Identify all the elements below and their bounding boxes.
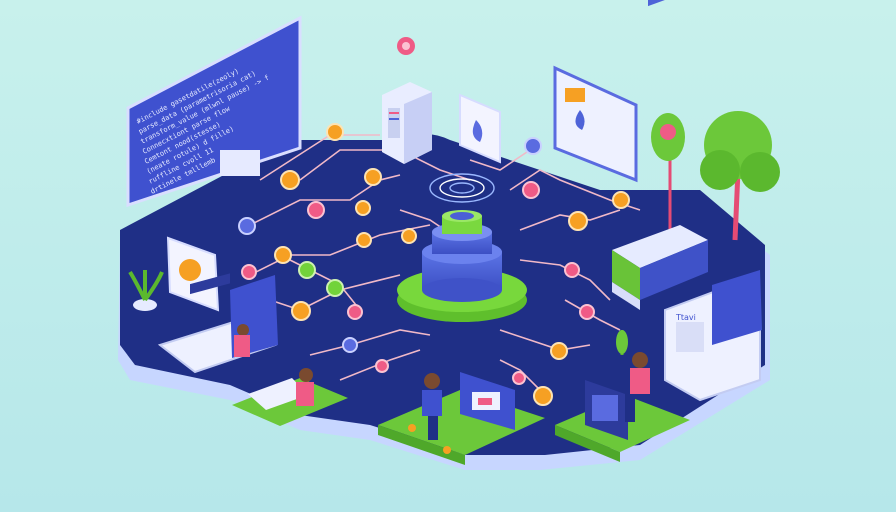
- book-stack: [612, 0, 708, 310]
- node-orange: [355, 200, 371, 216]
- central-data-tower: [397, 210, 527, 322]
- server-rack: [382, 82, 432, 164]
- tree-icon: [651, 113, 685, 230]
- person-at-desk: [232, 368, 348, 426]
- node-blue-gear: [524, 137, 542, 155]
- location-pin-icon: [397, 37, 415, 55]
- document-card: [459, 93, 501, 164]
- document-terminal: Ttavi: [664, 270, 762, 402]
- signal-rings: [429, 173, 495, 203]
- tree-icon: [700, 111, 780, 241]
- picture-card: [166, 236, 220, 312]
- node-pink: [512, 371, 526, 385]
- node-pink: [375, 359, 389, 373]
- node-orange: [291, 301, 311, 321]
- node-orange: [533, 386, 553, 406]
- node-blue-gear: [238, 217, 256, 235]
- node-pink: [522, 181, 540, 199]
- node-orange: [274, 246, 292, 264]
- coding-desk-center: [378, 372, 545, 465]
- node-pink: [564, 262, 580, 278]
- terminal-label: Ttavi: [675, 313, 696, 322]
- node-orange: [326, 123, 344, 141]
- network-nodes: [238, 123, 630, 406]
- node-orange: [356, 232, 372, 248]
- node-green: [298, 261, 316, 279]
- plant-icon: [128, 270, 164, 311]
- node-orange: [568, 211, 588, 231]
- node-orange: [550, 342, 568, 360]
- node-pink: [347, 304, 363, 320]
- node-orange: [280, 170, 300, 190]
- node-blue-gear: [342, 337, 358, 353]
- node-pink: [307, 201, 325, 219]
- analytics-monitor: [553, 65, 638, 183]
- node-pink: [579, 304, 595, 320]
- laptop-workstation: [157, 273, 278, 374]
- node-orange: [364, 168, 382, 186]
- node-green: [326, 279, 344, 297]
- node-pink: [241, 264, 257, 280]
- node-orange: [401, 228, 417, 244]
- coding-desk-right: [555, 330, 690, 462]
- node-orange: [612, 191, 630, 209]
- connection-lines: [249, 134, 641, 396]
